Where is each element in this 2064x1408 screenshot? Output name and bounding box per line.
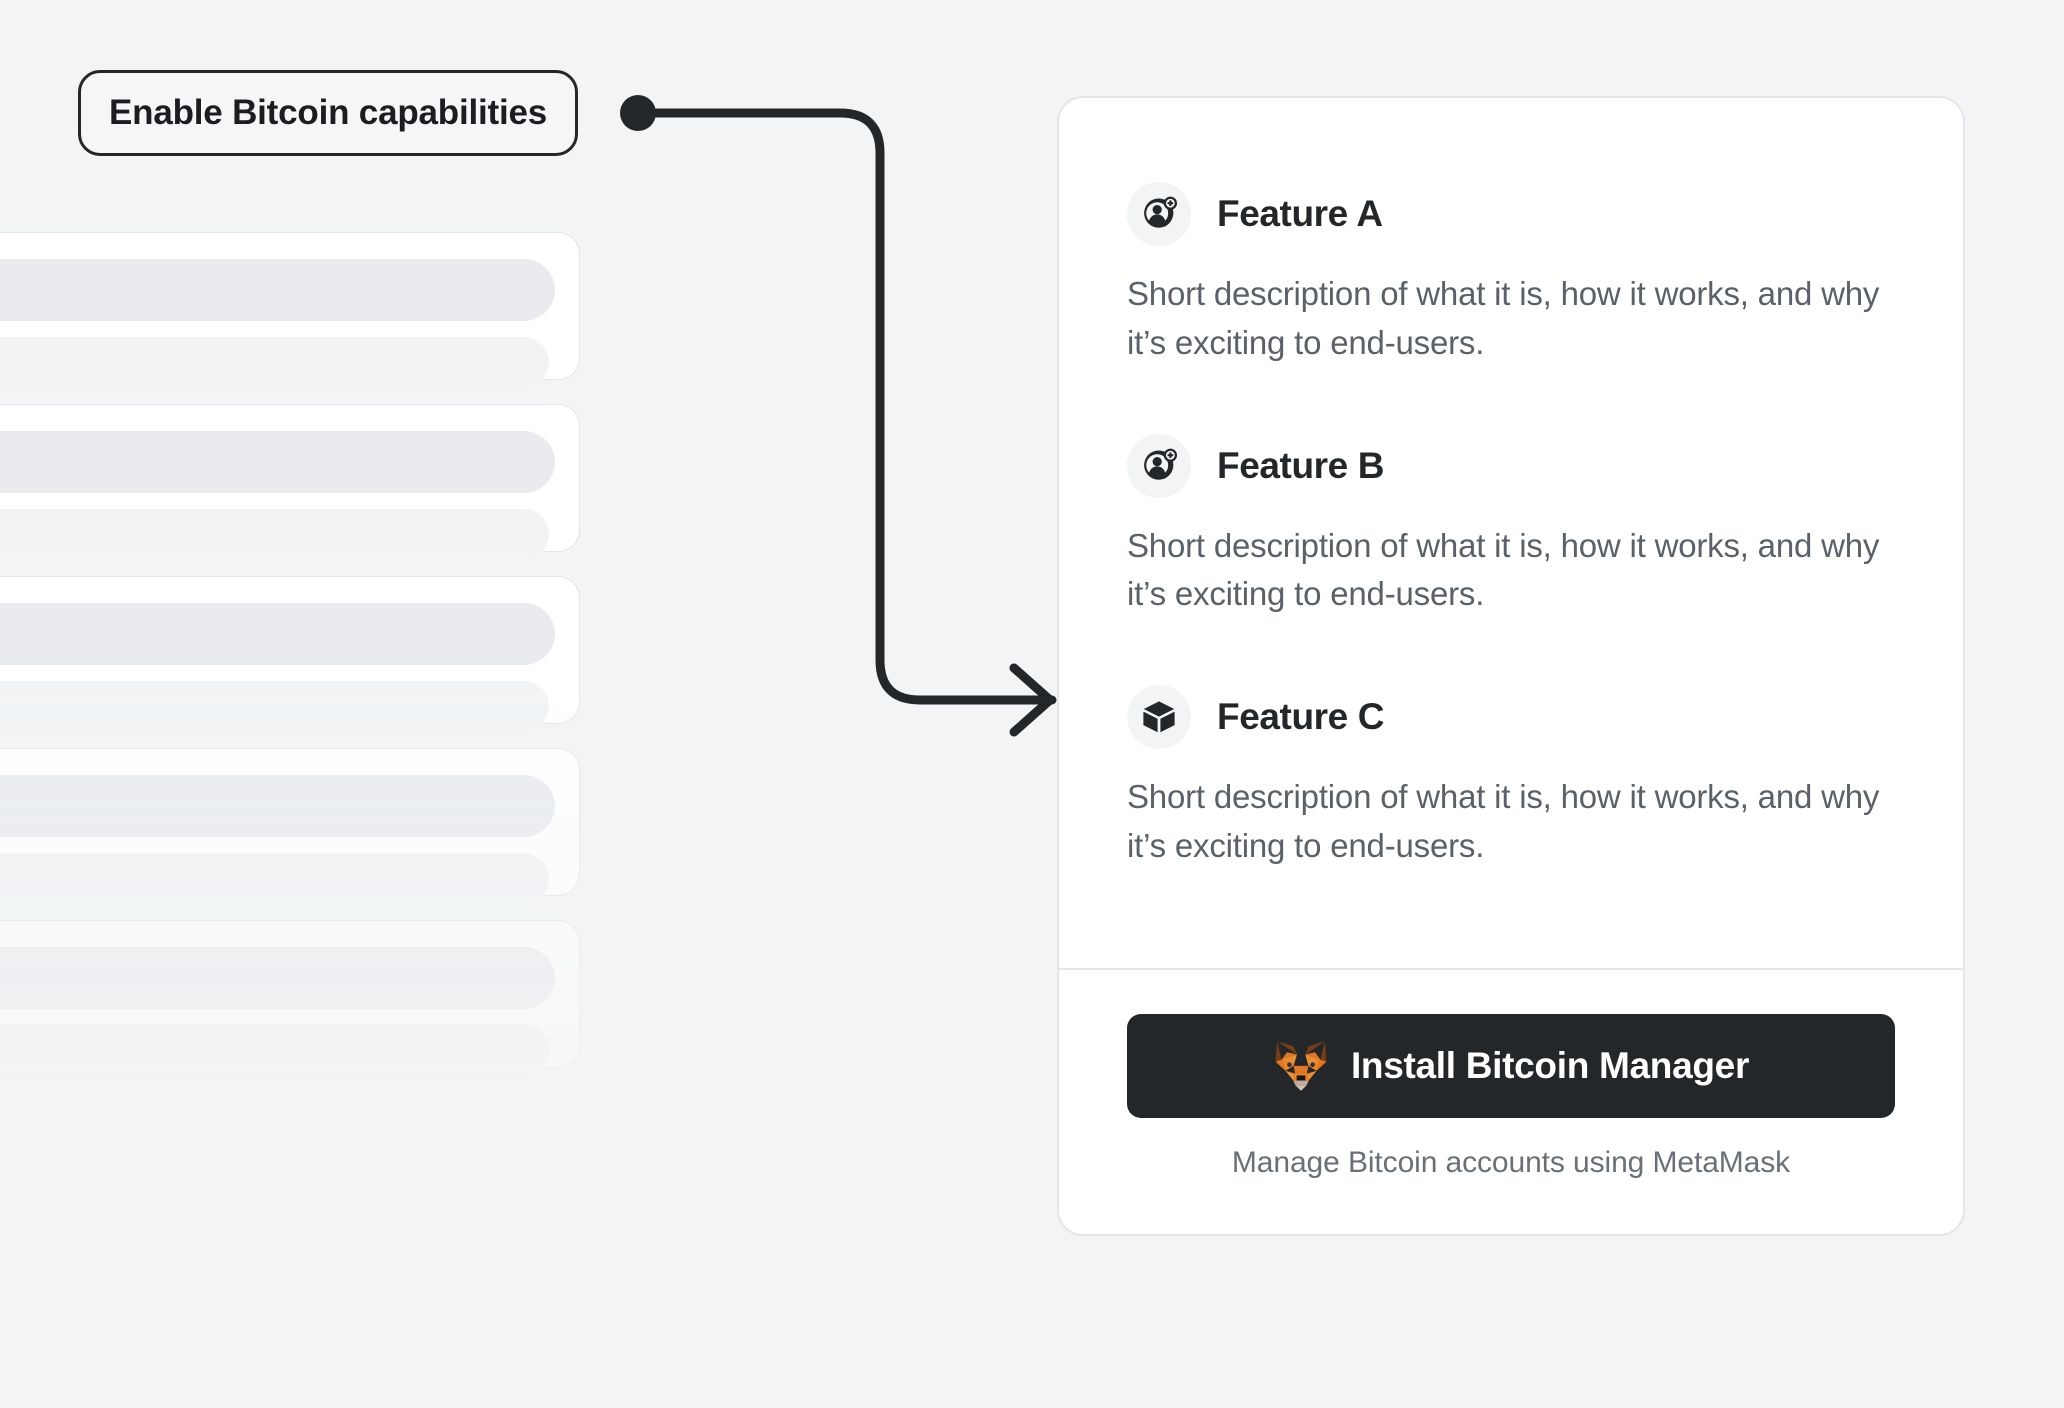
card-divider (1059, 967, 1963, 970)
add-account-icon (1127, 433, 1191, 498)
skeleton-bar (0, 853, 549, 903)
skeleton-bar (0, 947, 555, 1009)
feature-description: Short description of what it is, how it … (1127, 778, 1880, 865)
install-bitcoin-manager-button[interactable]: Install Bitcoin Manager (1127, 1013, 1895, 1118)
skeleton-bar (0, 681, 549, 731)
feature-block: Feature C Short description of what it i… (1127, 685, 1895, 871)
skeleton-bar (0, 259, 555, 321)
skeleton-card (0, 232, 580, 387)
feature-heading-row: Feature B (1127, 433, 1895, 498)
feature-heading-row: Feature C (1127, 685, 1895, 750)
annotation-callout: Enable Bitcoin capabilities (78, 70, 579, 156)
arrow-right-icon (1009, 663, 1055, 737)
feature-description: Short description of what it is, how it … (1127, 526, 1880, 613)
skeleton-card (0, 748, 580, 903)
feature-title: Feature B (1217, 444, 1385, 486)
skeleton-bar (0, 1025, 549, 1075)
cube-icon (1127, 685, 1191, 750)
skeleton-bar (0, 431, 555, 493)
feature-title: Feature A (1217, 193, 1383, 234)
install-section: Install Bitcoin Manager Manage Bitcoin a… (1059, 970, 1963, 1234)
skeleton-card (0, 404, 580, 559)
feature-description: Short description of what it is, how it … (1127, 275, 1880, 361)
feature-heading-row: Feature A (1127, 182, 1895, 246)
skeleton-card (0, 576, 580, 731)
skeleton-bar (0, 775, 555, 837)
skeleton-placeholder-list (0, 232, 640, 1372)
install-caption: Manage Bitcoin accounts using MetaMask (1231, 1145, 1791, 1179)
metamask-fox-icon (1275, 1040, 1327, 1091)
connector-path (633, 108, 1057, 705)
skeleton-card (0, 920, 580, 1075)
feature-list: Feature A Short description of what it i… (1059, 98, 1963, 968)
annotation-label: Enable Bitcoin capabilities (109, 93, 548, 132)
install-button-label: Install Bitcoin Manager (1350, 1044, 1750, 1086)
feature-block: Feature A Short description of what it i… (1127, 182, 1895, 368)
skeleton-bar (0, 603, 555, 665)
add-account-icon (1127, 182, 1191, 246)
feature-card: Feature A Short description of what it i… (1057, 96, 1965, 1236)
connector-dot-icon (620, 95, 656, 131)
skeleton-bar (0, 509, 549, 559)
feature-block: Feature B Short description of what it i… (1127, 433, 1895, 620)
feature-title: Feature C (1217, 696, 1385, 738)
skeleton-bar (0, 337, 549, 387)
